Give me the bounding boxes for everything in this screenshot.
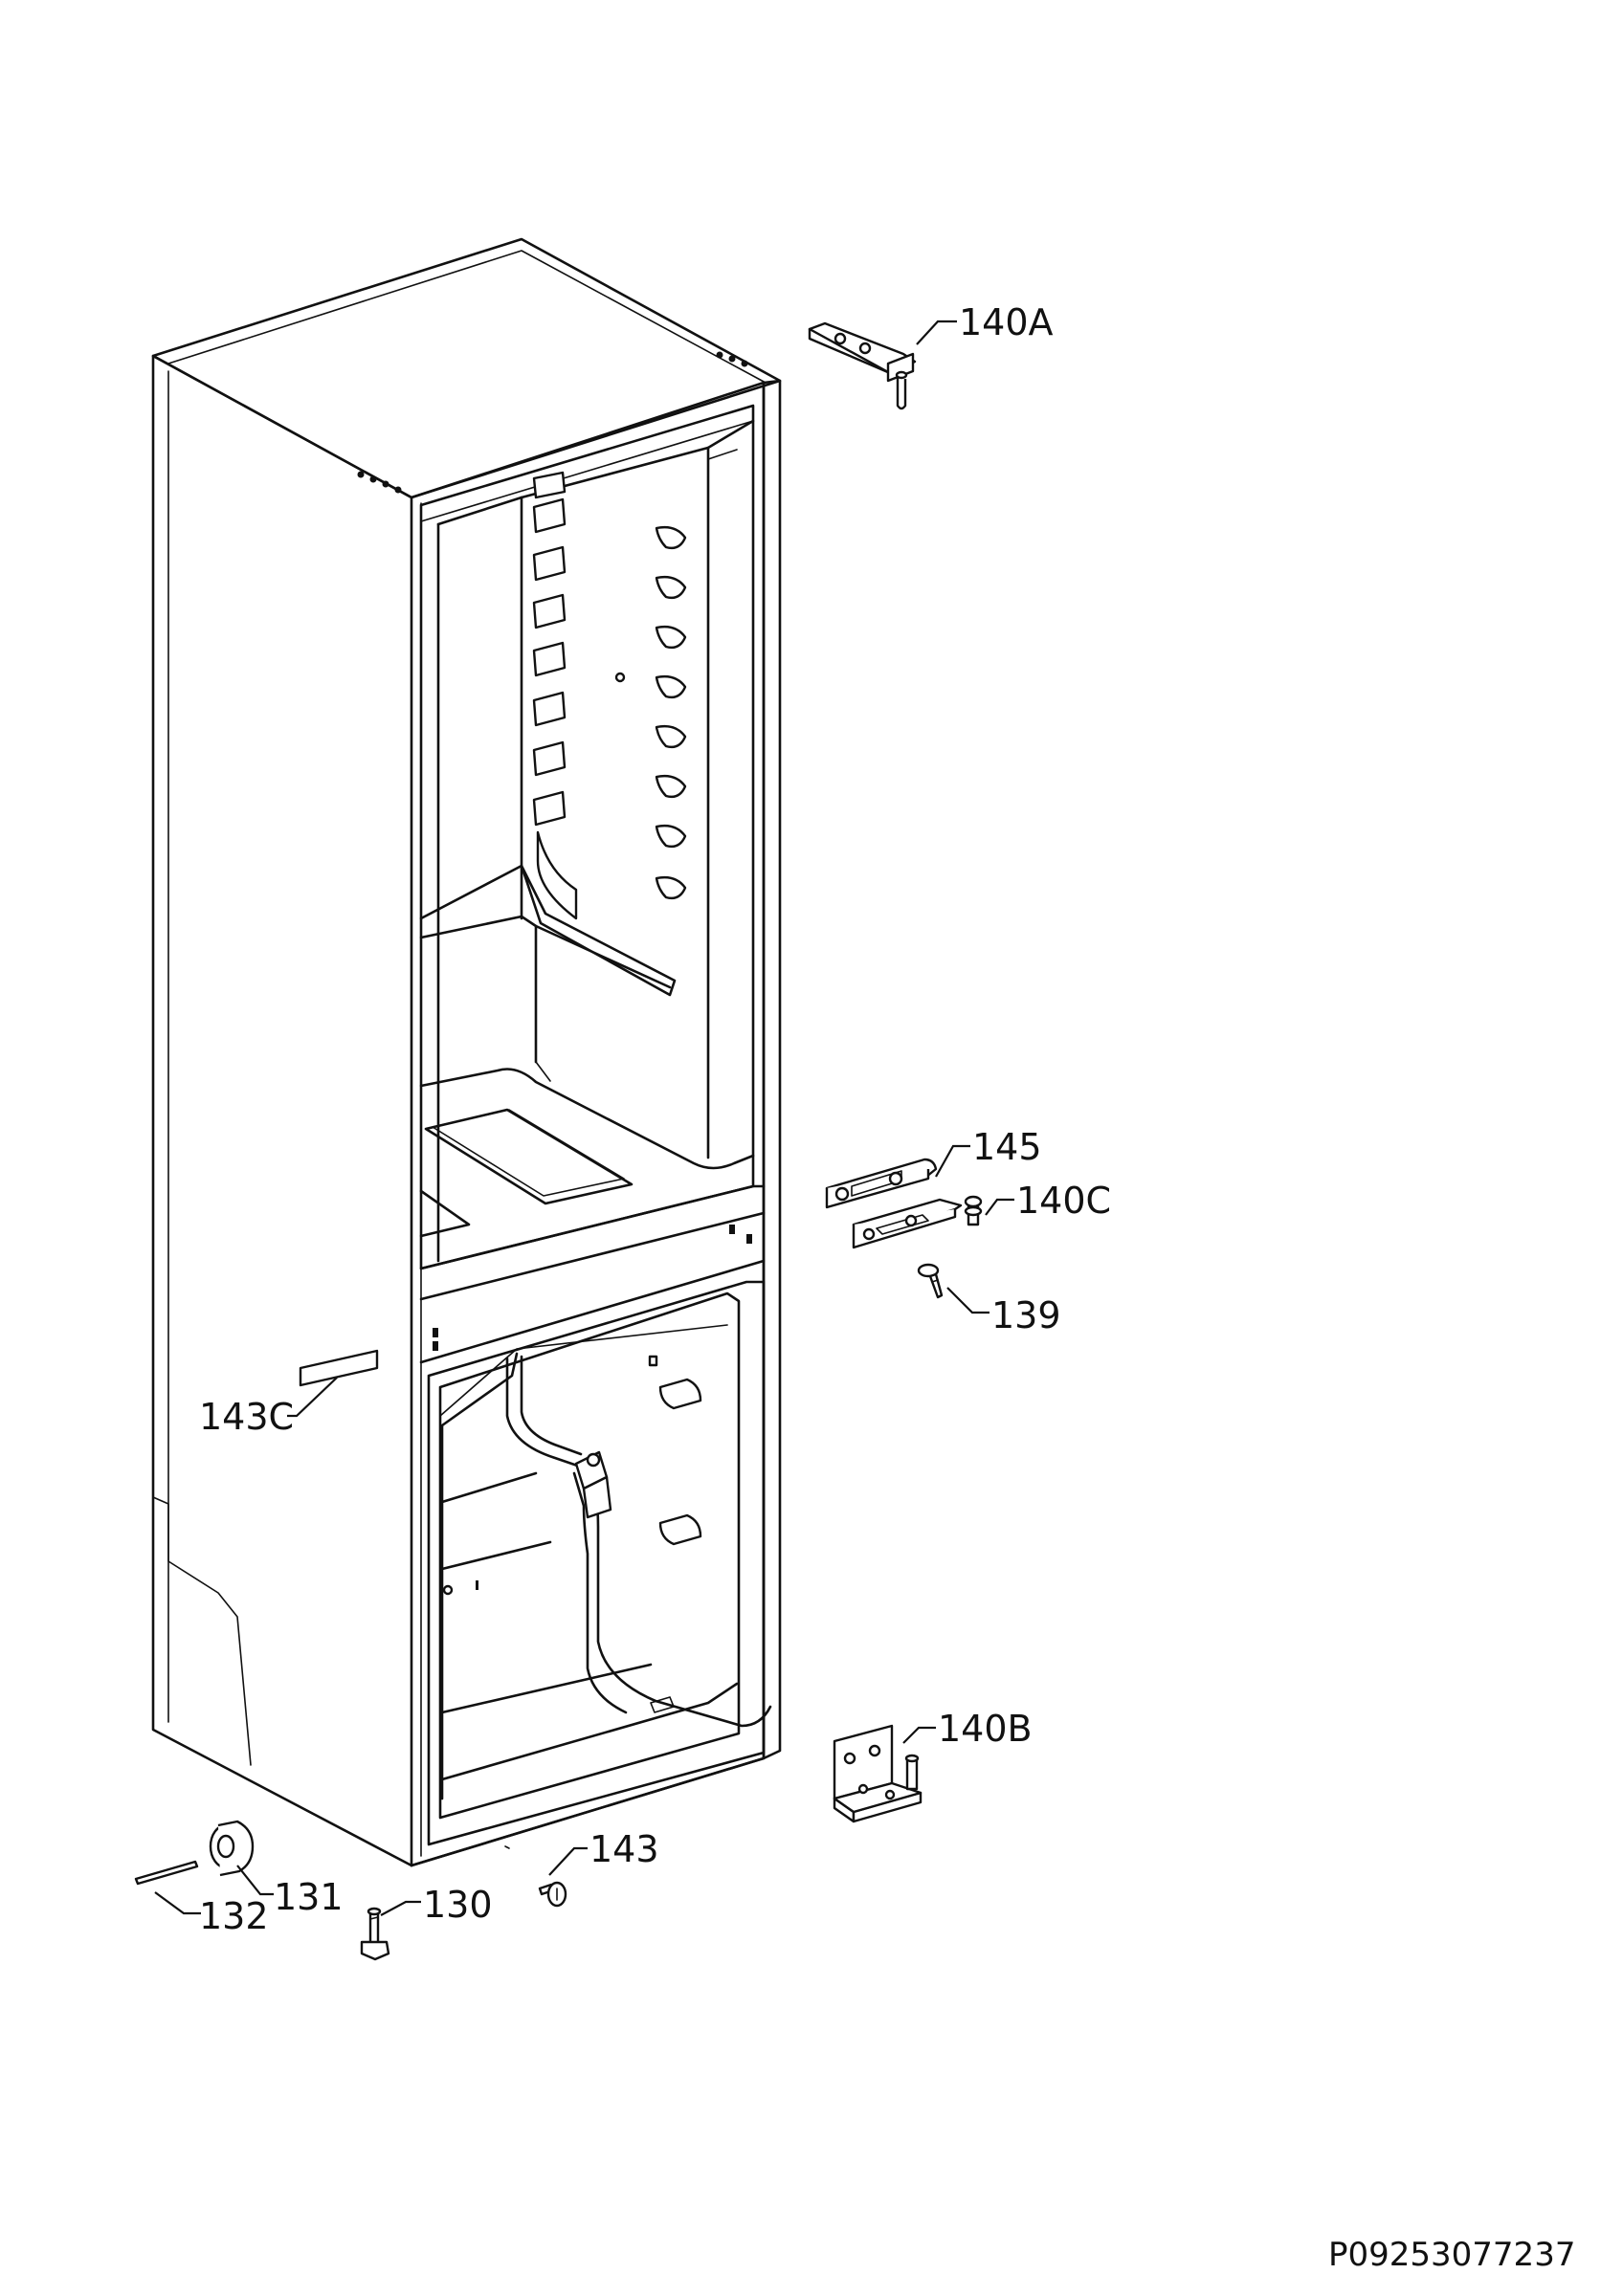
refrigerator-cabinet [151,237,782,1867]
callout-140A: 140A [959,301,1054,343]
leader-lines [154,320,1014,1916]
part-140B-bottom-hinge [833,1724,923,1823]
callout-132: 132 [199,1895,269,1937]
callout-130: 130 [423,1884,493,1926]
callout-139: 139 [991,1294,1061,1336]
callout-labels: 140A 145 140C 139 143C 140B 143 132 131 … [199,301,1111,1937]
callout-140B: 140B [938,1708,1033,1750]
shelf-supports-left [532,471,578,920]
part-143-plug [538,1881,567,1908]
part-140A-top-hinge [808,321,917,410]
shelf-pegs-right [614,525,687,900]
callout-145: 145 [972,1126,1042,1168]
compartment-divider [419,1184,766,1364]
fridge-compartment [419,404,755,1270]
callout-131: 131 [274,1876,344,1918]
document-id: P09253077237 [1328,2236,1575,2274]
part-131-roller-wheel [209,1820,255,1877]
part-145-hinge-plate [825,1158,938,1209]
callout-143C: 143C [199,1396,294,1438]
part-139-screw [917,1263,944,1299]
freezer-compartment [427,1280,772,1849]
part-140C-middle-hinge [852,1195,983,1249]
part-143C-label-strip [299,1349,379,1387]
callout-143: 143 [589,1828,659,1870]
part-132-axle-pin [134,1860,199,1886]
callout-140C: 140C [1016,1180,1111,1222]
part-130-adjustable-foot [360,1907,390,1961]
top-hinge-holes [357,351,748,494]
